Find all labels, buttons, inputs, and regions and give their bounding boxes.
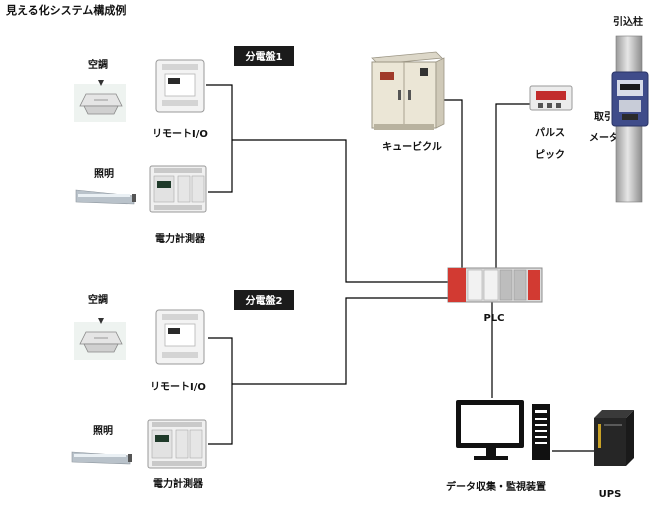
remote-io-2-icon <box>155 309 205 365</box>
ups-label: UPS <box>599 489 622 500</box>
lighting-1-icon <box>75 189 136 205</box>
lighting-2-icon <box>71 451 132 465</box>
plc-label: PLC <box>483 313 504 324</box>
pulse-pick-icon <box>529 85 573 111</box>
remote-io-1-icon <box>155 59 205 113</box>
trade-meter-label-line2: メータ <box>589 132 619 144</box>
power-meter-1-label: 電力計測器 <box>155 232 206 245</box>
pulse-pick-label-line2: ピック <box>535 149 565 161</box>
page-title: 見える化システム構成例 <box>5 3 126 17</box>
pc-tower-icon <box>532 404 550 460</box>
panel-2-label-box: 分電盤2 <box>234 290 294 310</box>
pc-monitor-icon <box>456 400 524 460</box>
wiring <box>206 84 594 452</box>
cubicle-icon <box>371 51 445 130</box>
aircon-2-icon <box>74 318 126 360</box>
ups-icon <box>594 410 634 466</box>
lighting-2-label: 照明 <box>93 425 113 437</box>
panel-2-label: 分電盤2 <box>246 294 283 307</box>
power-meter-2-icon <box>147 419 207 469</box>
data-collection-label: データ収集・監視装置 <box>446 480 546 493</box>
aircon-1-label: 空調 <box>88 58 108 71</box>
lighting-1-label: 照明 <box>94 168 114 180</box>
trade-meter-icon <box>611 71 649 127</box>
power-meter-2-label: 電力計測器 <box>153 477 204 490</box>
pulse-pick-label-line1: パルス <box>535 127 565 139</box>
power-meter-1-icon <box>149 165 207 213</box>
trade-meter-label-line1: 取引 <box>594 110 614 123</box>
service-pole-label: 引込柱 <box>613 15 643 28</box>
remote-io-2-label: リモートI/O <box>150 381 206 393</box>
cubicle-label: キュービクル <box>382 140 442 153</box>
panel-1-label: 分電盤1 <box>246 50 283 63</box>
panel-1-label-box: 分電盤1 <box>234 46 294 66</box>
plc-icon <box>447 267 543 303</box>
remote-io-1-label: リモートI/O <box>152 128 208 140</box>
aircon-1-icon <box>74 80 126 122</box>
aircon-2-label: 空調 <box>88 293 108 306</box>
